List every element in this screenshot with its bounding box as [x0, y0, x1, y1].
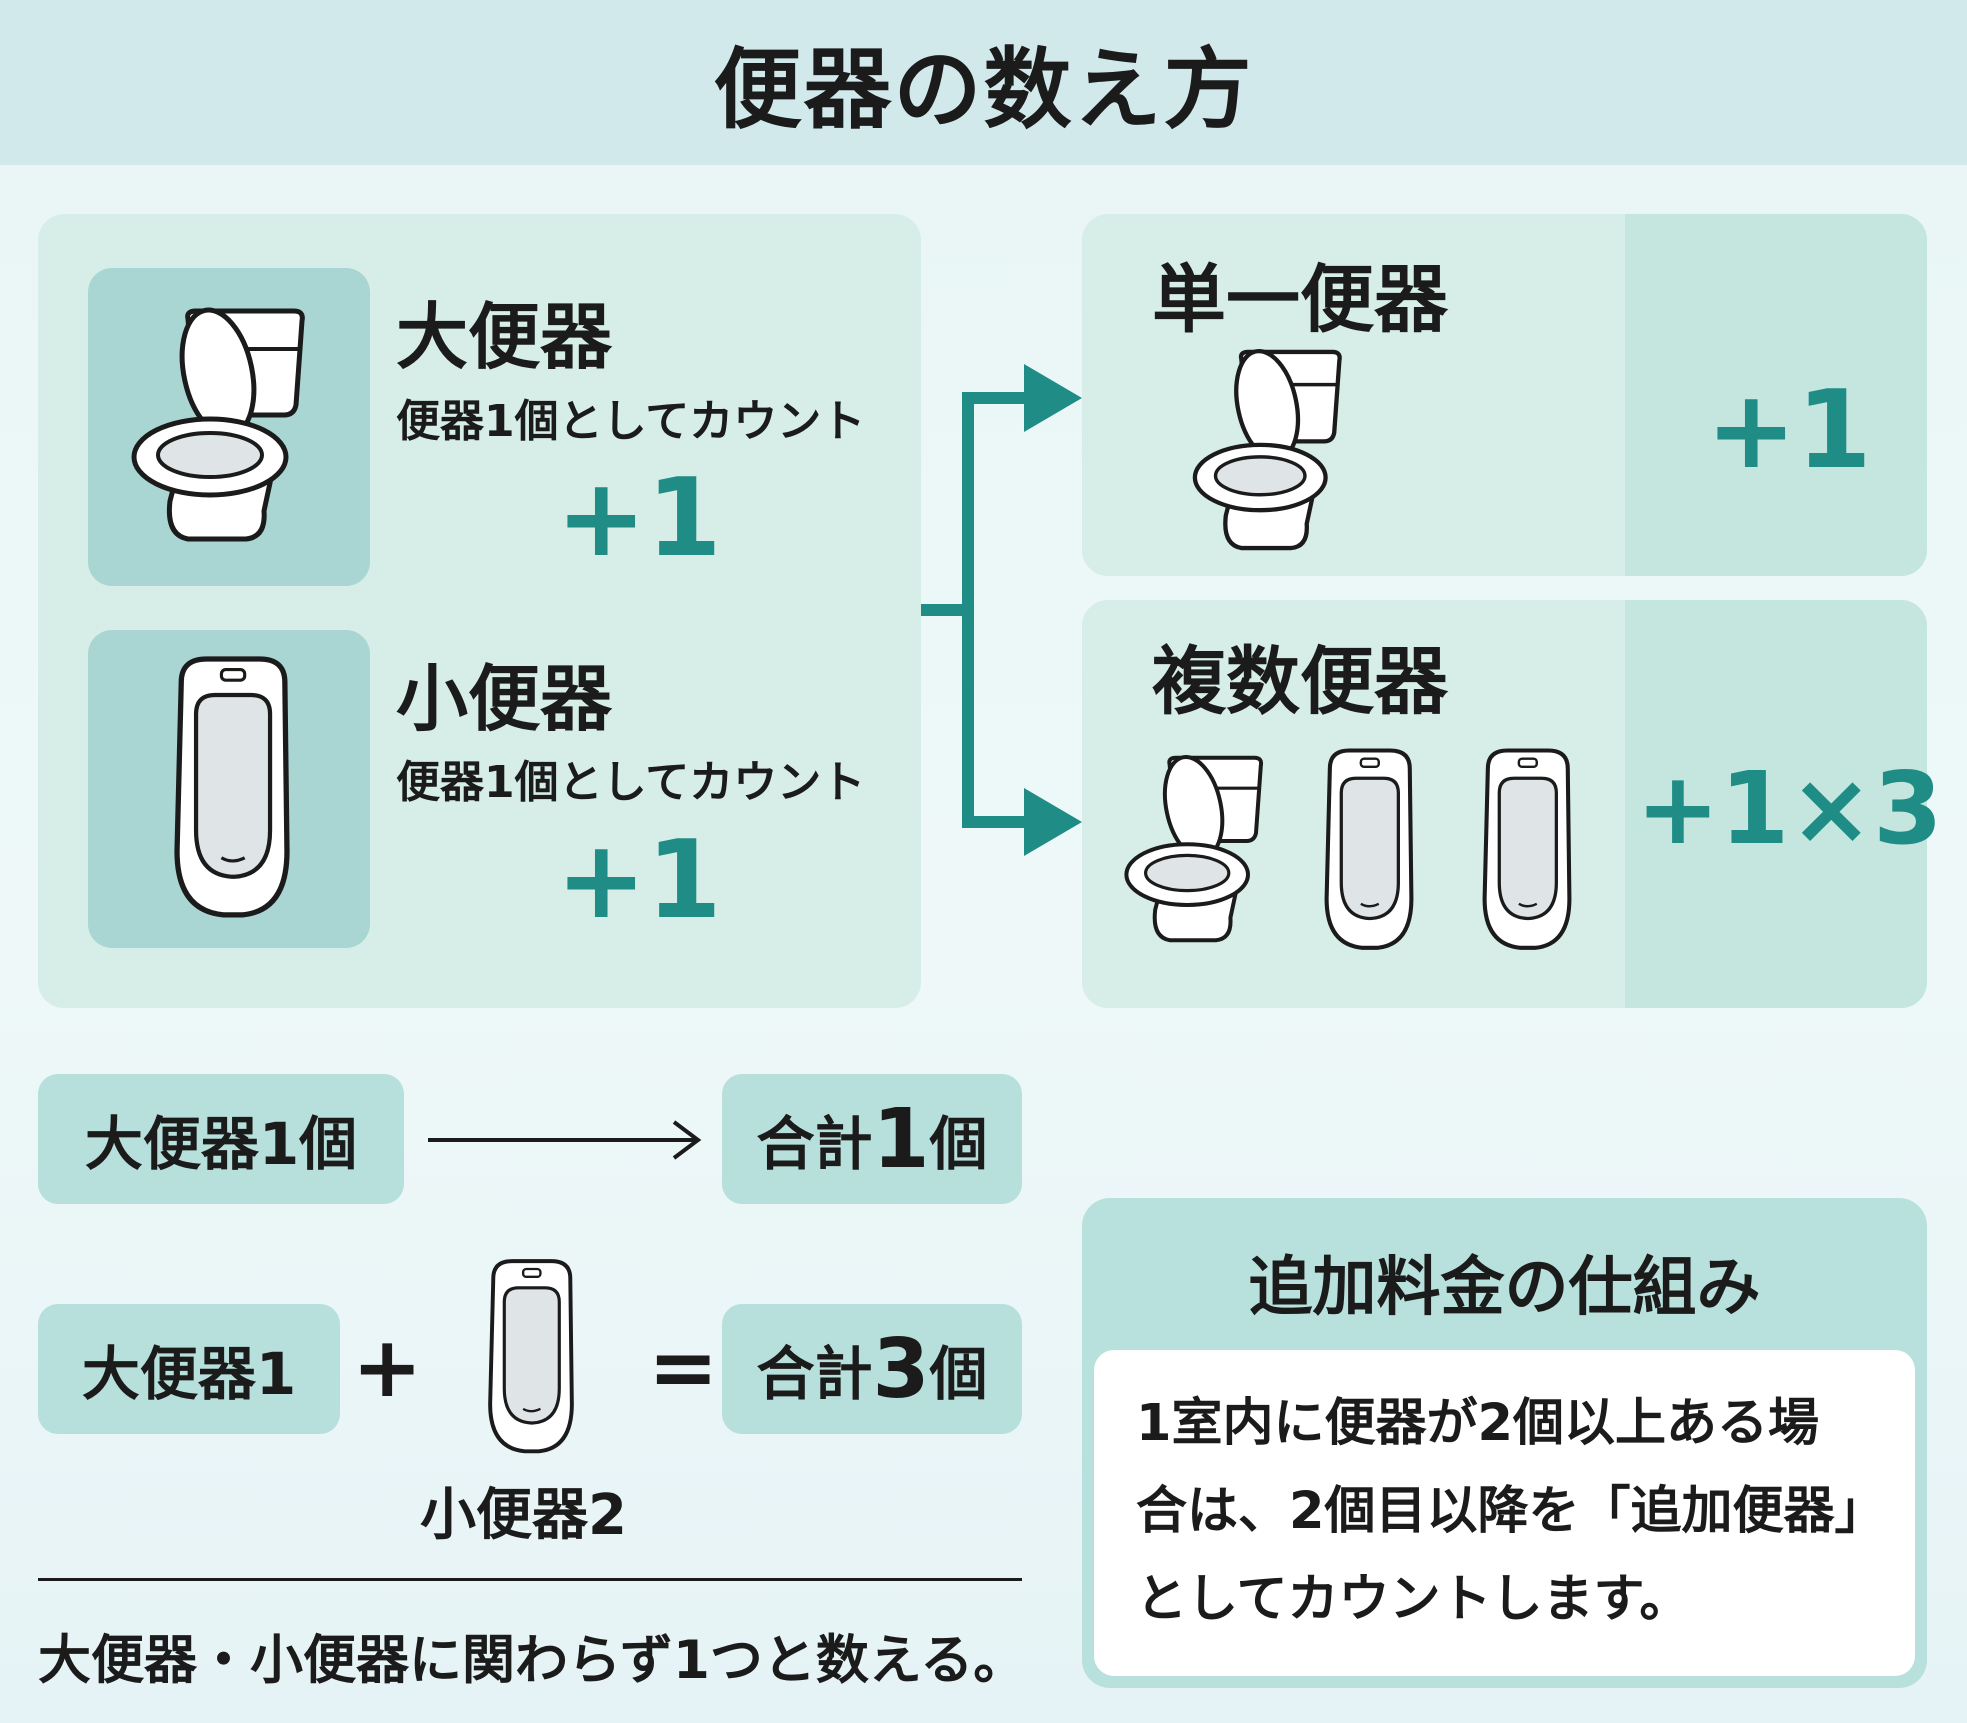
- equals-sign: =: [648, 1318, 719, 1416]
- arrow-to-multiple: [1024, 788, 1082, 856]
- surcharge-title: 追加料金の仕組み: [1248, 1251, 1761, 1325]
- surcharge-body-box: [1094, 1350, 1915, 1676]
- divider: [38, 1578, 1022, 1581]
- result-prefix: 合計: [756, 1340, 873, 1408]
- urinal-icon: [476, 1254, 586, 1460]
- example2-left: 大便器1: [38, 1304, 340, 1434]
- surcharge-body: 1室内に便器が2個以上ある場 合は、2個目以降を「追加便器」 としてカウントしま…: [1136, 1380, 1886, 1644]
- daibenki-tile: [88, 268, 370, 586]
- page-title: 便器の数え方: [713, 38, 1254, 141]
- urinal-count-label: 小便器2: [420, 1483, 627, 1548]
- daibenki-title: 大便器: [396, 295, 613, 379]
- shobenki-tile: [88, 630, 370, 948]
- daibenki-count: +1: [556, 456, 722, 581]
- plus-sign: +: [352, 1318, 423, 1416]
- header: 便器の数え方: [0, 0, 1967, 165]
- shobenki-subtitle: 便器1個としてカウント: [396, 757, 866, 808]
- shobenki-count: +1: [556, 818, 722, 943]
- arrow-to-single: [1024, 364, 1082, 432]
- shobenki-title: 小便器: [396, 657, 613, 741]
- multiple-count: +1×3: [1636, 750, 1943, 867]
- single-title: 単一便器: [1152, 257, 1448, 343]
- daibenki-subtitle: 便器1個としてカウント: [396, 396, 866, 447]
- multiple-title: 複数便器: [1152, 639, 1448, 725]
- single-count: +1: [1706, 368, 1872, 493]
- result-number: 3: [872, 1321, 930, 1417]
- result-suffix: 個: [929, 1340, 988, 1408]
- body-line: としてカウントします。: [1136, 1570, 1691, 1629]
- result-number: 1: [872, 1091, 930, 1187]
- body-line: 1室内に便器が2個以上ある場: [1136, 1394, 1819, 1453]
- single-count-area: [1625, 214, 1927, 576]
- counting-note: 大便器・小便器に関わらず1つと数える。: [38, 1630, 1027, 1691]
- multiple-count-area: [1625, 600, 1927, 1008]
- body-line: 合は、2個目以降を「追加便器」: [1136, 1482, 1886, 1541]
- example1-left: 大便器1個: [38, 1074, 404, 1204]
- branch-connector: [921, 392, 1050, 828]
- result-suffix: 個: [929, 1110, 988, 1178]
- result-prefix: 合計: [756, 1110, 873, 1178]
